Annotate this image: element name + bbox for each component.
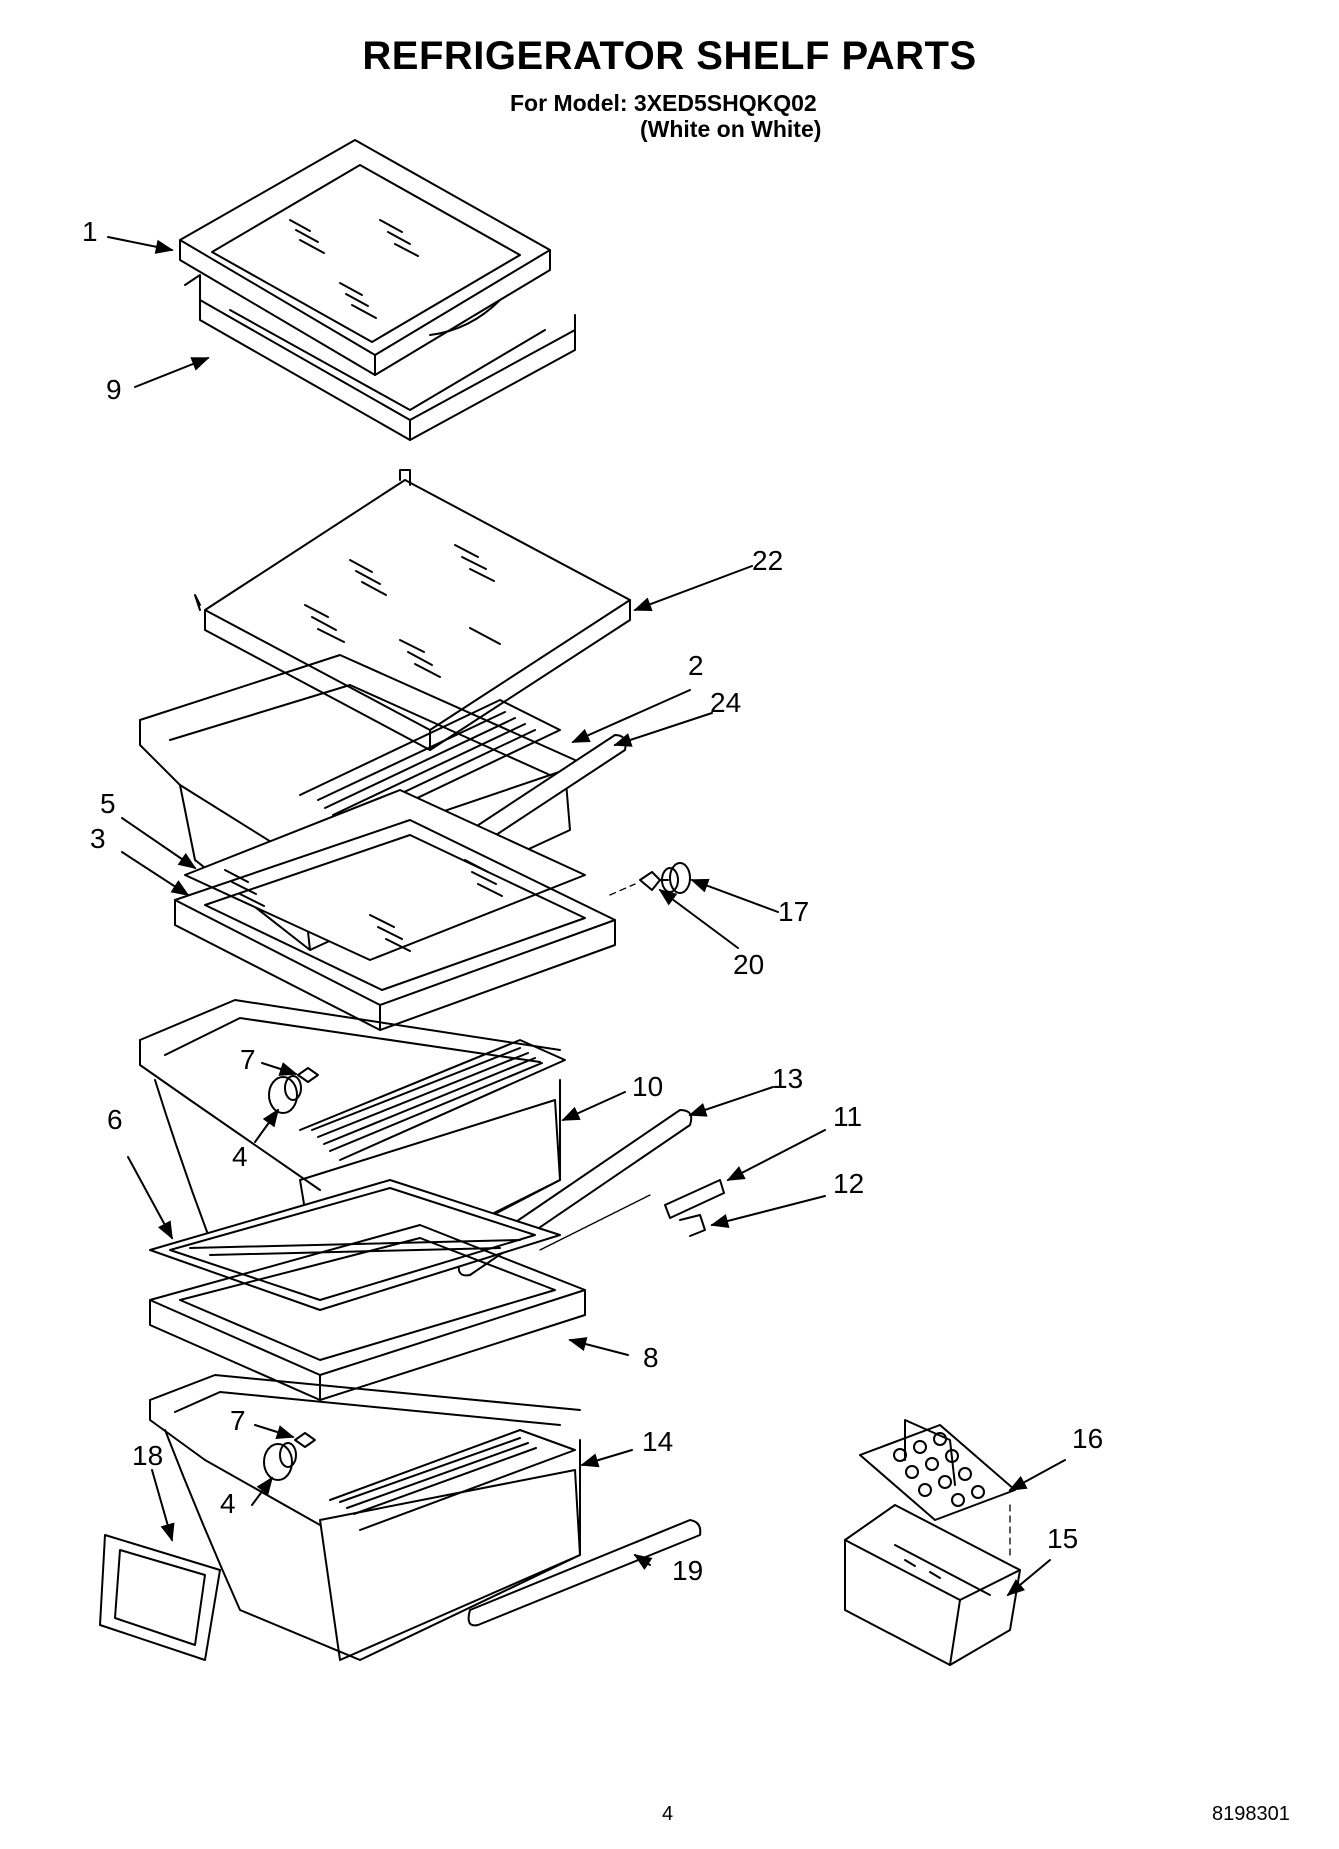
callout-9: 9: [106, 374, 122, 405]
part-19-trim: [467, 1519, 702, 1627]
callout-18: 18: [132, 1440, 164, 1471]
callout-17: 17: [778, 896, 810, 927]
part-4-knob-lower: [263, 1442, 297, 1481]
part-9-shelf-frame: [184, 274, 576, 441]
part-8-cover-frame: [149, 1224, 586, 1401]
part-11-label-holder: [664, 1179, 725, 1219]
callout-24: 24: [710, 687, 742, 718]
part-15-storage-bin: [844, 1504, 1021, 1666]
part-17-roller: [661, 862, 691, 894]
part-5-glass-cover: [184, 789, 586, 961]
part-3-cover-frame: [174, 819, 616, 1031]
part-22-glass-shelf: [194, 469, 631, 751]
callout-19: 19: [672, 1555, 704, 1586]
callout-2: 2: [688, 650, 704, 681]
callout-15: 15: [1047, 1523, 1079, 1554]
callout-4-lower: 4: [220, 1488, 236, 1519]
callout-12: 12: [833, 1168, 865, 1199]
part-7-pin-lower: [294, 1432, 316, 1448]
callout-7-lower: 7: [230, 1405, 246, 1436]
part-18-label-panel: [99, 1534, 221, 1661]
part-7-pin-upper: [297, 1067, 319, 1083]
part-4-knob-upper: [268, 1075, 302, 1114]
page-number: 4: [662, 1803, 674, 1825]
callout-13: 13: [772, 1063, 804, 1094]
callout-22: 22: [752, 545, 784, 576]
callout-5: 5: [100, 788, 116, 819]
callout-11: 11: [833, 1101, 863, 1132]
callout-8: 8: [643, 1342, 659, 1373]
callout-7-upper: 7: [240, 1044, 256, 1075]
document-number: 8198301: [1212, 1803, 1290, 1825]
part-12-bracket: [539, 1194, 706, 1251]
callout-20: 20: [733, 949, 765, 980]
part-10-crisper-drawer: [139, 999, 566, 1301]
part-6-glass-cover: [149, 1179, 561, 1311]
callout-16: 16: [1072, 1423, 1104, 1454]
page-title: REFRIGERATOR SHELF PARTS: [362, 34, 977, 78]
callout-3: 3: [90, 823, 106, 854]
leader-lines: [107, 236, 1066, 1597]
callout-10: 10: [632, 1071, 664, 1102]
part-14-crisper-drawer: [149, 1374, 581, 1661]
callout-14: 14: [642, 1426, 674, 1457]
callout-4-upper: 4: [232, 1141, 248, 1172]
color-variant: (White on White): [640, 116, 822, 142]
callout-6: 6: [107, 1104, 123, 1135]
callout-1: 1: [82, 216, 98, 247]
model-number: For Model: 3XED5SHQKQ02: [510, 90, 817, 116]
part-20-screw: [609, 871, 669, 896]
part-1-glass-shelf: [179, 139, 551, 376]
